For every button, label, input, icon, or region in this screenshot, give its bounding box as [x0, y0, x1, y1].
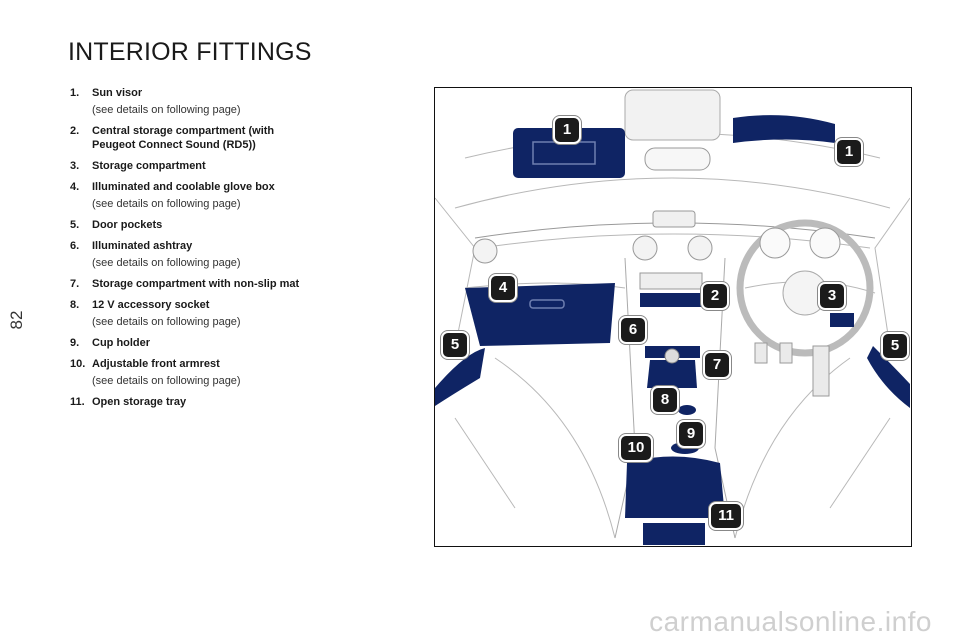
item-number: 8.: [70, 299, 80, 311]
storage-compartment: [830, 313, 854, 327]
callout-badge: 5: [443, 333, 467, 357]
page-number: 82: [7, 310, 26, 330]
item-number: 6.: [70, 240, 80, 252]
item-note: (see details on following page): [92, 375, 241, 387]
list-item: 10. Adjustable front armrest (see details…: [70, 357, 320, 388]
pedal: [812, 345, 830, 397]
item-label: Illuminated ashtray: [92, 240, 193, 252]
callout-badge: 5: [883, 334, 907, 358]
rear-view-mirror: [644, 147, 711, 171]
vent-left: [472, 238, 498, 264]
item-number: 9.: [70, 337, 80, 349]
glove-box: [465, 283, 615, 346]
steering-wheel: [736, 219, 874, 357]
item-number: 2.: [70, 125, 80, 137]
list-item: 11. Open storage tray: [70, 395, 320, 409]
item-label: Illuminated and coolable glove box: [92, 181, 275, 193]
callout-badge: 11: [711, 504, 741, 528]
list-item: 3. Storage compartment: [70, 159, 320, 173]
item-label: Open storage tray: [92, 396, 187, 408]
central-storage: [640, 293, 702, 307]
list-item: 8. 12 V accessory socket (see details on …: [70, 298, 320, 329]
callout-badge: 7: [705, 353, 729, 377]
callout-badge: 1: [555, 118, 579, 142]
accessory-socket: [678, 405, 696, 415]
armrest: [625, 456, 725, 518]
door-pocket-right: [867, 346, 910, 408]
item-number: 7.: [70, 278, 80, 290]
overhead-console: [624, 89, 721, 141]
callout-badge: 10: [621, 436, 651, 460]
item-number: 1.: [70, 87, 80, 99]
list-item: 5. Door pockets: [70, 218, 320, 232]
item-number: 3.: [70, 160, 80, 172]
vent-centre-right: [687, 235, 713, 261]
callout-badge: 9: [679, 422, 703, 446]
centre-display: [652, 210, 696, 228]
tachometer: [809, 227, 841, 259]
item-number: 5.: [70, 219, 80, 231]
item-label: Central storage compartment (with Peugeo…: [92, 125, 275, 151]
item-number: 4.: [70, 181, 80, 193]
list-item: 6. Illuminated ashtray (see details on fo…: [70, 239, 320, 270]
item-label: Storage compartment with non-slip mat: [92, 278, 300, 290]
list-item: 7. Storage compartment with non-slip mat: [70, 277, 320, 291]
list-item: 9. Cup holder: [70, 336, 320, 350]
item-number: 10.: [70, 358, 86, 370]
callout-badge: 2: [703, 284, 727, 308]
callout-badge: 3: [820, 284, 844, 308]
item-label: Cup holder: [92, 337, 151, 349]
vent-centre-left: [632, 235, 658, 261]
page-title: INTERIOR FITTINGS: [68, 38, 312, 66]
item-label: 12 V accessory socket: [92, 299, 210, 311]
speedometer: [759, 227, 791, 259]
callout-badge: 8: [653, 388, 677, 412]
item-note: (see details on following page): [92, 104, 241, 116]
sun-visor-left: [513, 128, 625, 178]
glove-box-handle: [529, 299, 565, 309]
gear-knob: [664, 348, 680, 364]
item-number: 11.: [70, 396, 85, 408]
item-label: Storage compartment: [92, 160, 206, 172]
sun-visor-right: [733, 115, 835, 143]
item-label: Door pockets: [92, 219, 163, 231]
storage-non-slip: [647, 360, 697, 388]
item-note: (see details on following page): [92, 198, 241, 210]
pedal: [754, 342, 768, 364]
callout-badge: 6: [621, 318, 645, 342]
item-label: Sun visor: [92, 87, 143, 99]
open-storage-tray: [643, 523, 705, 545]
callout-badge: 4: [491, 276, 515, 300]
item-label: Adjustable front armrest: [92, 358, 220, 370]
list-item: 1. Sun visor (see details on following pa…: [70, 86, 320, 117]
watermark: carmanualsonline.info: [649, 606, 932, 637]
item-note: (see details on following page): [92, 257, 241, 269]
door-pocket-left: [435, 348, 485, 406]
callout-badge: 1: [837, 140, 861, 164]
vanity-mirror: [532, 141, 596, 165]
pedal: [779, 342, 793, 364]
list-item: 2. Central storage compartment (with Peug…: [70, 124, 320, 152]
radio-unit: [639, 272, 703, 290]
list-item: 4. Illuminated and coolable glove box (se…: [70, 180, 320, 211]
item-note: (see details on following page): [92, 316, 241, 328]
fittings-list: 1. Sun visor (see details on following pa…: [70, 86, 320, 416]
